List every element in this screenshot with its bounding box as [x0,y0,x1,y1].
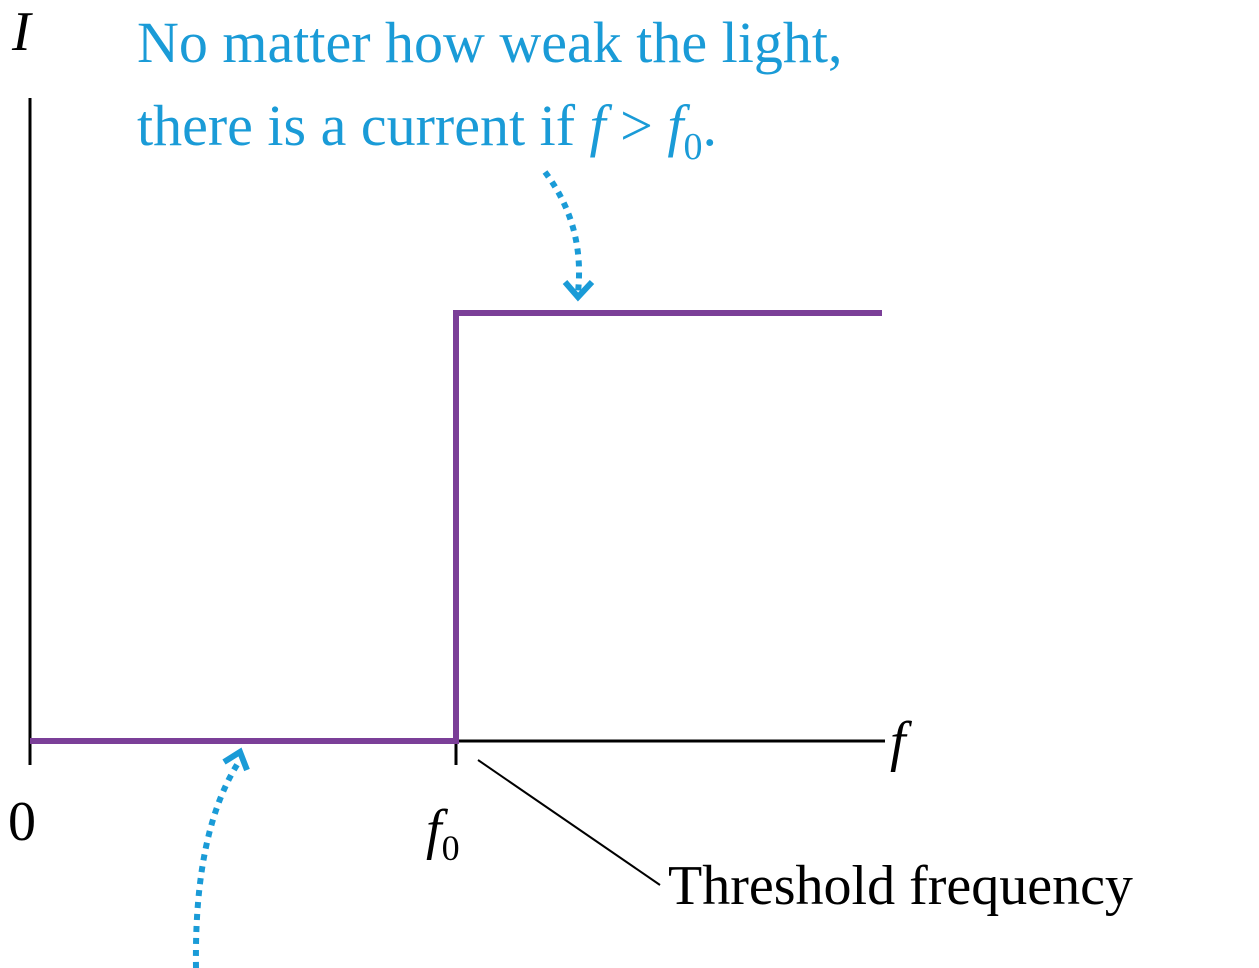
current-curve [30,310,882,744]
top-callout-arrow [542,170,583,293]
bottom-callout-arrowhead [222,747,250,772]
top-callout-arrowhead [562,279,595,302]
y-axis-label: I [11,1,33,63]
top-callout-op: > [606,93,668,158]
origin-label: 0 [8,791,36,853]
top-callout-line1: No matter how weak the light, [137,10,843,75]
top-callout-end: . [702,93,717,158]
threshold-frequency-label: Threshold frequency [668,855,1133,917]
top-callout-line2-prefix: there is a current if [137,93,590,158]
top-callout-line2: there is a current if f > f0. [137,93,717,168]
bottom-callout-arrow [192,758,243,968]
top-callout-sub: 0 [683,126,702,168]
threshold-tick-label: f0 [426,799,460,868]
threshold-leader-line [477,759,661,886]
threshold-subscript: 0 [442,828,460,868]
x-axis-label: f [890,711,913,773]
